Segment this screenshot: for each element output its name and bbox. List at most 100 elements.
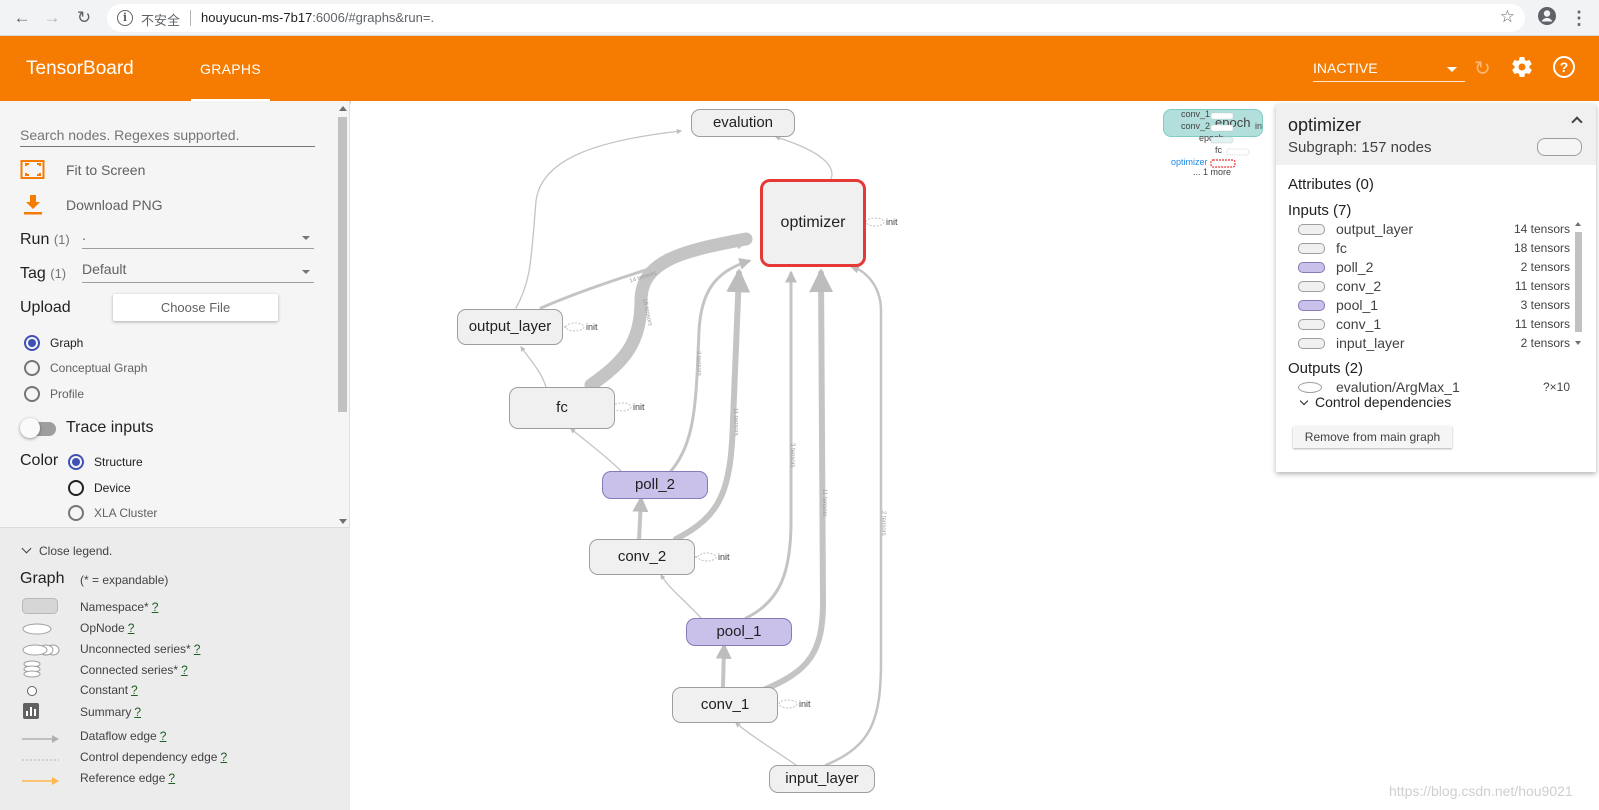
legend-connected-label: Connected series*? xyxy=(80,663,188,677)
run-select[interactable]: . xyxy=(82,227,314,249)
input-name: input_layer xyxy=(1336,335,1405,351)
radio-structure-dot[interactable] xyxy=(68,454,84,470)
gear-icon[interactable] xyxy=(1510,55,1534,79)
legend-help-link[interactable]: ? xyxy=(134,705,142,719)
input-row[interactable]: poll_2 2 tensors xyxy=(1298,258,1570,276)
input-row[interactable]: conv_2 11 tensors xyxy=(1298,277,1570,295)
input-count: 11 tensors xyxy=(1514,279,1570,293)
legend-title: Graph xyxy=(20,570,65,587)
scrollbar-thumb[interactable] xyxy=(1575,232,1582,332)
legend-help-link[interactable]: ? xyxy=(127,621,135,635)
scroll-down-icon[interactable] xyxy=(339,519,347,524)
legend-help-link[interactable]: ? xyxy=(181,663,188,677)
outputs-header[interactable]: Outputs (2) xyxy=(1288,360,1364,377)
legend-help-link[interactable]: ? xyxy=(131,683,138,697)
input-row[interactable]: conv_1 11 tensors xyxy=(1298,315,1570,333)
output-row[interactable]: evalution/ArgMax_1 ?×10 xyxy=(1298,378,1570,396)
choose-file-button[interactable]: Choose File xyxy=(113,294,278,321)
edge-label: 2 tensors xyxy=(880,511,886,536)
chevron-down-icon xyxy=(21,543,32,554)
input-row[interactable]: fc 18 tensors xyxy=(1298,239,1570,257)
graph-minimap[interactable]: epoch in conv_1 conv_2 epoch fc optimize… xyxy=(1163,109,1263,181)
browser-toolbar: ← → ↻ i 不安全 houyucun-ms-7b17:6006/#graph… xyxy=(0,0,1599,36)
legend-constant: Constant? xyxy=(0,680,350,700)
inputs-scrollbar[interactable] xyxy=(1573,220,1584,347)
legend-help-link[interactable]: ? xyxy=(193,642,201,656)
input-row[interactable]: output_layer 14 tensors xyxy=(1298,220,1570,238)
graph-node-poll-2[interactable]: poll_2 xyxy=(602,471,708,499)
color-label: Color xyxy=(20,452,59,469)
radio-graph-dot[interactable] xyxy=(24,335,40,351)
profile-avatar-icon[interactable] xyxy=(1535,6,1559,30)
sidebar-scrollbar[interactable] xyxy=(337,103,348,527)
graph-node-evalution[interactable]: evalution xyxy=(691,109,795,137)
inputs-header[interactable]: Inputs (7) xyxy=(1288,202,1352,219)
remove-from-main-graph-button[interactable]: Remove from main graph xyxy=(1293,426,1452,448)
input-count: 2 tensors xyxy=(1520,336,1570,350)
site-info-icon[interactable]: i xyxy=(117,10,133,26)
graph-node-pool-1[interactable]: pool_1 xyxy=(686,618,792,646)
url-host: houyucun-ms-7b17 xyxy=(201,10,313,25)
radio-profile-dot[interactable] xyxy=(24,386,40,402)
refresh-icon[interactable]: ↻ xyxy=(1474,58,1491,80)
tab-graphs-label: GRAPHS xyxy=(200,61,261,77)
legend-dataflow-label: Dataflow edge? xyxy=(80,729,166,743)
app-logo[interactable]: TensorBoard xyxy=(26,58,134,79)
search-nodes-input[interactable]: Search nodes. Regexes supported. xyxy=(20,127,315,147)
browser-menu-icon[interactable]: ⋮ xyxy=(1570,8,1588,28)
scroll-down-icon[interactable] xyxy=(1575,341,1581,345)
minimap-node-box xyxy=(1163,109,1263,137)
graph-node-conv-2[interactable]: conv_2 xyxy=(589,539,695,575)
minimap-overlay xyxy=(1210,112,1250,168)
plugin-status-dropdown[interactable]: INACTIVE xyxy=(1313,58,1465,82)
opnode-shape-icon xyxy=(22,622,52,640)
url-text[interactable]: houyucun-ms-7b17:6006/#graphs&run=. xyxy=(201,10,434,25)
address-bar[interactable]: i 不安全 houyucun-ms-7b17:6006/#graphs&run=… xyxy=(107,4,1525,32)
forward-arrow-icon[interactable]: → xyxy=(43,8,61,27)
input-count: 3 tensors xyxy=(1520,298,1570,312)
graph-node-output-layer[interactable]: output_layer xyxy=(457,309,563,345)
init-label: init xyxy=(633,402,645,412)
attributes-header[interactable]: Attributes (0) xyxy=(1288,176,1374,193)
graph-node-fc[interactable]: fc xyxy=(509,387,615,429)
legend-help-link[interactable]: ? xyxy=(151,600,159,614)
init-label: init xyxy=(799,699,811,709)
control-dependencies-toggle[interactable]: Control dependencies xyxy=(1299,394,1451,410)
namespace-shape-icon xyxy=(22,598,58,619)
node-shape-icon xyxy=(1537,138,1582,156)
controls-panel: Search nodes. Regexes supported. Fit to … xyxy=(0,101,335,527)
input-name: conv_2 xyxy=(1336,278,1382,294)
radio-conceptual-dot[interactable] xyxy=(24,360,40,376)
radio-xla-dot[interactable] xyxy=(68,505,84,521)
graph-node-optimizer[interactable]: optimizer xyxy=(760,179,866,267)
info-card-header: optimizer Subgraph: 157 nodes xyxy=(1276,104,1596,165)
edge-optimizer-to-evalution xyxy=(775,135,833,180)
legend-reference-label: Reference edge? xyxy=(80,771,175,785)
tag-select[interactable]: Default xyxy=(82,261,314,283)
bookmark-star-icon[interactable]: ☆ xyxy=(1499,7,1515,26)
legend-item-text: Unconnected series* xyxy=(80,642,191,656)
scrollbar-thumb[interactable] xyxy=(338,117,347,412)
tab-graphs[interactable]: GRAPHS xyxy=(191,36,270,101)
init-label: init xyxy=(586,322,598,332)
reload-icon[interactable]: ↻ xyxy=(76,8,92,27)
legend-help-link[interactable]: ? xyxy=(220,750,228,764)
init-node-optimizer xyxy=(865,217,885,227)
scroll-up-icon[interactable] xyxy=(339,106,347,111)
summary-chart-icon xyxy=(23,703,39,724)
toggle-knob[interactable] xyxy=(20,418,40,438)
init-node-fc xyxy=(612,402,632,412)
legend-help-link[interactable]: ? xyxy=(159,729,167,743)
chevron-up-icon[interactable] xyxy=(1571,116,1583,128)
back-arrow-icon[interactable]: ← xyxy=(13,8,31,27)
graph-node-input-layer[interactable]: input_layer xyxy=(769,765,875,793)
input-row[interactable]: input_layer 2 tensors xyxy=(1298,334,1570,352)
namespace-shape-icon xyxy=(1298,243,1325,254)
legend-help-link[interactable]: ? xyxy=(168,771,176,785)
help-icon[interactable]: ? xyxy=(1553,56,1575,78)
close-legend-toggle[interactable]: Close legend. xyxy=(21,543,112,558)
input-row[interactable]: pool_1 3 tensors xyxy=(1298,296,1570,314)
scroll-up-icon[interactable] xyxy=(1575,222,1581,226)
graph-node-conv-1[interactable]: conv_1 xyxy=(672,687,778,723)
radio-device-dot[interactable] xyxy=(68,480,84,496)
